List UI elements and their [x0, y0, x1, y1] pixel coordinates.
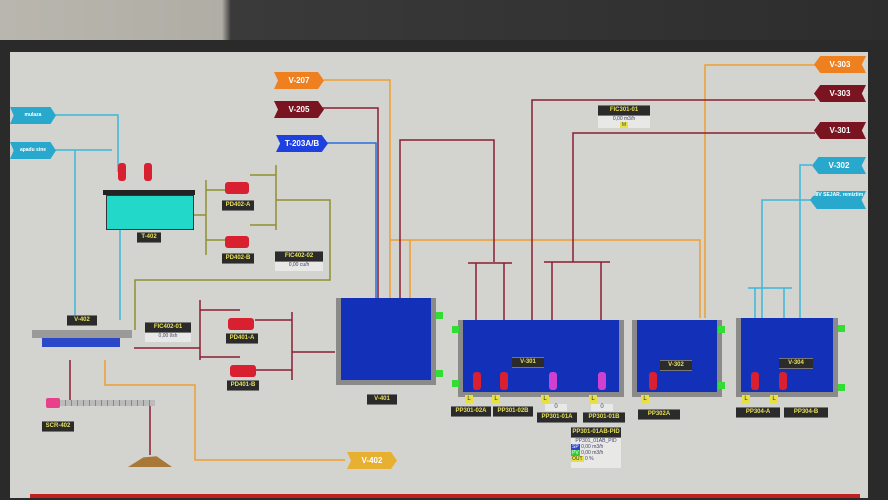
flag-v302[interactable]: V-302 — [812, 157, 866, 174]
unit: l/sh — [169, 333, 178, 339]
level-switch-low — [452, 380, 459, 387]
fic402-02-readout: 0,00 cu/h — [275, 262, 323, 271]
tag-pd401a: PD401-A — [226, 333, 258, 344]
tag-v401: V-401 — [367, 394, 397, 405]
agitator-motor-icon[interactable] — [144, 163, 152, 181]
tank-v304 — [736, 318, 838, 397]
tag-pp302a: PP302A — [638, 409, 680, 420]
value: 0,00 — [288, 262, 299, 268]
tag-fic402-02: FIC402-02 — [275, 251, 323, 262]
decanter-base — [42, 338, 120, 347]
tag-pp304b: PP304-B — [784, 407, 828, 418]
tag-fic301-01: FIC301-01 — [598, 105, 650, 116]
level-switch-low — [838, 384, 845, 391]
out-value[interactable]: 0 — [584, 456, 588, 462]
tag-pd401b: PD401-B — [227, 380, 259, 391]
tag-pid[interactable]: PP301-01AB-PID — [571, 427, 621, 438]
level-switch-high — [436, 312, 443, 319]
level-badge: L — [492, 395, 500, 403]
sludge-pile-icon — [128, 456, 172, 467]
pump-pd401a-icon[interactable] — [228, 318, 254, 330]
tag-pp301-02b: PP301-02B — [493, 406, 533, 417]
pump-pd401b-icon[interactable] — [230, 365, 256, 377]
inlet-flag-2[interactable]: apadu sine — [10, 142, 56, 159]
pump-pp301-02b-icon[interactable] — [500, 372, 508, 390]
tag-v301: V-301 — [512, 357, 544, 368]
agitator-motor-icon[interactable] — [118, 163, 126, 181]
level-switch-high — [718, 326, 725, 333]
background-wall — [0, 0, 888, 40]
flag-miv[interactable]: MIV SEJAR. remiztim — [810, 191, 866, 209]
out-unit: % — [589, 456, 594, 462]
level-switch-low — [718, 382, 725, 389]
pid-subtitle: PP301_01AB_PID — [575, 438, 617, 444]
pump-pd402a-icon[interactable] — [225, 182, 249, 194]
tank-v302 — [632, 320, 722, 397]
pump-pp301-01a-icon[interactable] — [549, 372, 557, 390]
flag-v301[interactable]: V-301 — [814, 122, 866, 139]
sp-value[interactable]: 0,00 — [581, 444, 591, 450]
t402-tank — [106, 195, 194, 230]
flag-t203ab[interactable]: T-203A/B — [276, 135, 328, 152]
tag-v402: V-402 — [67, 315, 97, 326]
pump-pp302a-icon[interactable] — [649, 372, 657, 390]
t402-lid — [103, 190, 195, 195]
pv-unit: m3/h — [592, 450, 604, 456]
tag-scr: SCR-402 — [42, 421, 74, 432]
level-badge: L — [541, 395, 549, 403]
flag-v205[interactable]: V-205 — [274, 101, 324, 118]
sp-label: SP — [571, 444, 580, 450]
level-badge: L — [770, 395, 778, 403]
outlet-v402[interactable]: V-402 — [347, 452, 397, 469]
flag-v303-orange[interactable]: V-303 — [814, 56, 866, 73]
tank-v401 — [336, 298, 436, 385]
decanter-body[interactable] — [32, 330, 132, 338]
value: 0,00 — [158, 333, 169, 339]
level-badge: L — [465, 395, 473, 403]
tag-v302: V-302 — [660, 360, 692, 371]
pump-counter: 0 — [545, 404, 567, 411]
pump-pp304a-icon[interactable] — [751, 372, 759, 390]
tag-pp301-02a: PP301-02A — [451, 406, 491, 417]
tag-pd402b: PD402-B — [222, 253, 254, 264]
tag-pp301-01a: PP301-01A — [537, 412, 577, 423]
out-label: OUT — [571, 456, 584, 462]
tag-v304: V-304 — [779, 358, 813, 369]
level-switch-high — [452, 326, 459, 333]
status-bar — [30, 494, 860, 498]
level-switch-low — [436, 370, 443, 377]
level-badge: L — [742, 395, 750, 403]
pv-value: 0,00 — [581, 450, 591, 456]
inlet-flag-1[interactable]: mulaza — [10, 107, 56, 124]
flag-v207[interactable]: V-207 — [274, 72, 324, 89]
pump-pd402b-icon[interactable] — [225, 236, 249, 248]
sp-unit: m3/h — [592, 444, 604, 450]
pump-pp304b-icon[interactable] — [779, 372, 787, 390]
pump-pp301-01b-icon[interactable] — [598, 372, 606, 390]
tag-pp301-01b: PP301-01B — [583, 412, 625, 423]
pump-pp301-02a-icon[interactable] — [473, 372, 481, 390]
unit: cu/h — [299, 262, 310, 268]
level-badge: L — [589, 395, 597, 403]
flag-v303[interactable]: V-303 — [814, 85, 866, 102]
pv-label: PV — [571, 450, 580, 456]
scada-screen — [10, 52, 868, 498]
unit: m3/h — [624, 116, 636, 122]
value: 0,00 — [612, 116, 623, 122]
tag-pd402a: PD402-A — [222, 200, 254, 211]
tag-t402: T-402 — [137, 232, 161, 243]
screw-conveyor — [60, 400, 155, 406]
tag-pp304a: PP304-A — [736, 407, 780, 418]
fic402-01-readout: 0,00 l/sh — [145, 333, 191, 342]
tag-fic402-01: FIC402-01 — [145, 322, 191, 333]
pid-panel[interactable]: PP301_01AB_PID SP 0,00 m3/h PV 0,00 m3/h… — [571, 438, 621, 468]
pump-counter: 0 — [591, 404, 613, 411]
level-switch-high — [838, 325, 845, 332]
motor-label: M — [619, 122, 629, 128]
conveyor-motor-icon[interactable] — [46, 398, 60, 408]
level-badge: L — [641, 395, 649, 403]
